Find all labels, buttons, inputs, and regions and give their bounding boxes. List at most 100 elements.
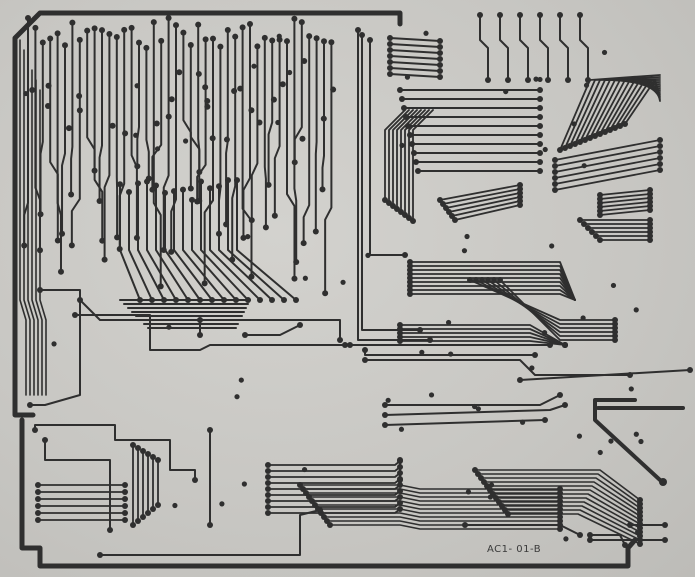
trace [200,180,249,301]
pad [160,246,167,253]
pad [155,457,161,463]
trace [554,169,661,191]
trace [554,145,661,167]
pad [549,243,555,249]
pad [537,87,543,93]
trace [519,14,529,81]
pad [355,27,361,33]
pad [261,34,268,41]
trace [493,279,616,337]
pad [687,367,693,373]
pad [397,494,403,500]
pad [622,121,628,127]
pad [291,275,298,282]
pad [265,498,271,504]
trace [519,369,691,381]
pad [114,234,121,241]
pad [254,43,261,50]
pad [633,431,639,437]
pad [387,65,393,71]
pad [491,277,497,283]
pad [130,442,136,448]
trace [227,179,285,301]
pad [479,277,485,283]
trace [323,516,561,522]
pad [552,157,558,163]
trace [554,151,661,173]
pad [365,252,371,258]
pad [417,327,423,333]
pad [202,84,209,91]
pad [387,53,393,59]
pad [287,69,293,76]
pad [537,132,543,138]
pad [557,12,563,18]
pad [150,506,156,512]
pad [247,20,253,27]
pad [241,481,247,487]
pad [57,268,64,275]
pad [216,183,222,190]
pad [313,35,320,42]
pad [187,42,194,49]
trace [329,524,561,530]
pad [265,181,272,188]
pad [397,477,403,483]
pad [415,168,421,174]
pad [122,482,128,488]
pad [437,50,443,56]
pad [485,77,491,83]
trace [321,40,325,191]
pad [172,502,178,509]
pad [607,127,613,133]
pad [293,297,299,303]
trace [399,328,566,346]
trace [267,460,401,466]
pad [475,406,481,412]
trace [559,14,569,81]
trace [439,184,521,201]
trace [475,279,616,325]
pad [262,224,269,231]
pad [232,33,239,40]
pad [166,324,172,330]
pad [51,341,57,347]
trace [483,481,641,513]
pad [269,297,275,303]
trace [599,201,651,208]
trace [409,293,576,301]
pad [612,337,618,343]
pad [532,352,538,358]
trace [399,332,566,346]
pad-group [21,12,693,558]
pad [525,77,531,83]
pad [497,12,503,18]
trace [409,285,576,301]
trace [145,46,150,180]
pad [319,186,326,193]
trace [624,79,661,125]
trace [314,504,561,510]
pad [552,175,558,181]
pad [37,287,43,293]
pad [565,77,571,83]
pad [291,159,298,166]
pad [397,470,403,476]
pad [161,297,167,303]
pad [231,88,238,95]
trace [44,439,111,531]
trace [448,196,521,213]
pad [165,113,172,120]
trace [409,289,576,301]
pad [407,291,413,297]
pad [47,35,54,42]
board-label: AC1- 01-B [487,544,542,555]
pad [297,322,303,328]
pad [562,402,568,408]
trace [454,204,521,221]
pad [505,77,511,83]
trace [504,509,641,541]
pad [133,234,140,241]
pad [628,386,634,392]
pad [340,279,346,285]
